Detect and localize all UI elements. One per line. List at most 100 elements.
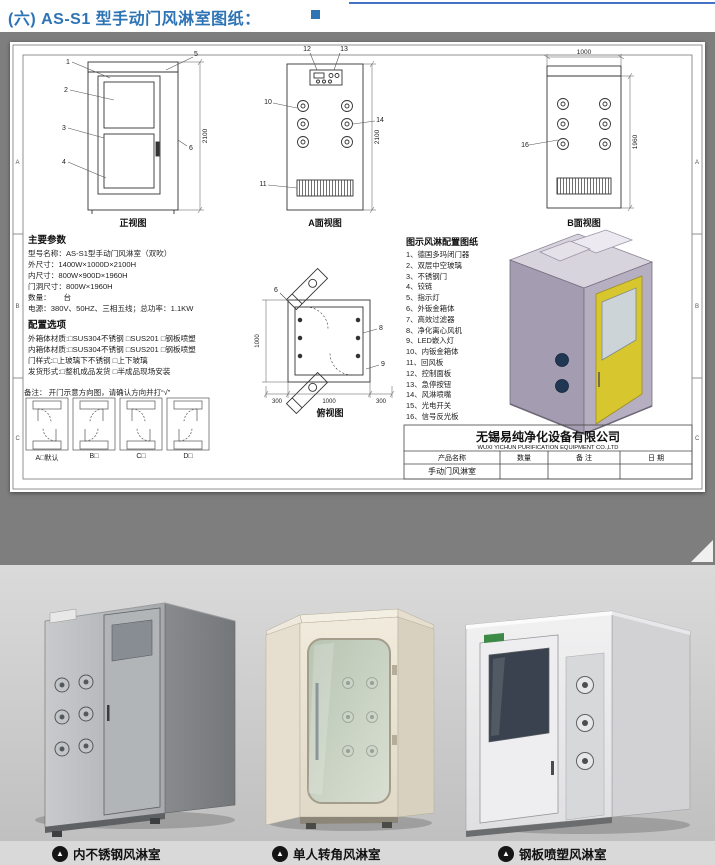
param-line: 数量： 台 <box>28 293 72 302</box>
param-line: 内尺寸：800W×900D×1960H <box>28 271 128 280</box>
config-legend-heading: 图示风淋配置图纸 <box>406 237 479 247</box>
legend-item: 9、LED嵌入灯 <box>406 336 455 346</box>
svg-text:1000: 1000 <box>322 399 336 405</box>
legend-item: 4、铰链 <box>406 282 433 292</box>
svg-text:1000: 1000 <box>255 334 261 348</box>
svg-text:C: C <box>16 436 21 442</box>
param-line: 外尺寸：1400W×1000D×2100H <box>28 260 137 269</box>
svg-text:6: 6 <box>274 287 278 294</box>
photo1-door-handle <box>107 705 110 721</box>
door-swing-options <box>25 397 210 451</box>
svg-text:A: A <box>16 160 20 166</box>
svg-text:3: 3 <box>62 125 66 132</box>
svg-text:6: 6 <box>189 145 193 152</box>
frame-zone-letters: A B C A B C <box>16 160 701 442</box>
svg-text:8: 8 <box>379 325 383 332</box>
option-line: 门样式:□上玻璃下不锈钢 □上下玻璃 <box>28 356 148 365</box>
page-curl <box>691 540 713 562</box>
document-canvas: A B C A B C <box>0 32 715 865</box>
options-heading: 配置选项 <box>28 320 67 331</box>
b-view-label: B面视图 <box>567 217 601 228</box>
photo1-door-window <box>111 619 153 662</box>
legend-item: 16、信号反光板 <box>406 411 459 421</box>
legend-item: 7、高效过滤器 <box>406 314 455 324</box>
legend-item: 3、不锈钢门 <box>406 271 448 281</box>
title-block: 无锡易纯净化设备有限公司 WUXI YICHUN PURIFICATION EQ… <box>403 424 693 480</box>
svg-text:B: B <box>16 304 20 310</box>
photo3-indicator-panel <box>484 633 504 643</box>
drawing-sheet: A B C A B C <box>10 42 705 492</box>
svg-text:11: 11 <box>259 181 266 188</box>
option-line: 内箱体材质:□SUS304不锈钢 □SUS201 □钢板喷塑 <box>28 345 196 354</box>
brand-logo-icon: ▲ <box>272 845 288 862</box>
door-option-a-label: A□默认 <box>35 455 59 462</box>
tb-product-value: 手动门风淋室 <box>428 466 476 476</box>
anchor-icon <box>311 10 320 19</box>
svg-text:4: 4 <box>62 159 66 166</box>
legend-item: 12、控制面板 <box>406 368 452 378</box>
product-photos-art <box>0 565 715 841</box>
render-blower-inlet <box>555 379 569 393</box>
svg-text:C: C <box>695 436 700 442</box>
param-line: 门洞尺寸：800W×1960H <box>28 282 113 291</box>
render-blower-inlet <box>555 353 569 367</box>
front-view: 1 2 3 4 5 6 2100 正视图 <box>62 51 209 228</box>
svg-text:13: 13 <box>340 46 348 53</box>
svg-text:B: B <box>695 304 699 310</box>
top-view-leaders <box>279 292 380 370</box>
top-view-label: 俯视图 <box>316 407 343 418</box>
brand-logo-icon: ▲ <box>52 845 68 862</box>
door-option-b-label: B□ <box>89 453 99 460</box>
b-height-dim: 1960 <box>632 134 639 149</box>
company-name-cn: 无锡易纯净化设备有限公司 <box>475 429 620 444</box>
photo3-door-handle <box>551 761 554 775</box>
tb-header-remark: 备 注 <box>576 453 592 462</box>
top-border-line <box>349 2 715 4</box>
caption-text: 内不锈钢风淋室 <box>73 848 161 862</box>
section-heading: (六) AS-S1 型手动门风淋室图纸： <box>8 11 261 28</box>
front-view-label: 正视图 <box>119 217 146 228</box>
door-option-c-label: C□ <box>136 453 146 460</box>
svg-text:5: 5 <box>194 51 198 58</box>
top-view-callouts: 6 8 9 <box>274 287 385 368</box>
drawing-linework: A B C A B C <box>12 44 703 490</box>
a-view-dim <box>363 60 376 214</box>
tb-header-date: 日 期 <box>648 454 664 462</box>
front-view-leaders <box>67 56 194 179</box>
document-header: (六) AS-S1 型手动门风淋室图纸： <box>0 0 715 32</box>
svg-text:300: 300 <box>272 399 283 405</box>
photo3-door-window <box>488 647 550 743</box>
svg-text:1: 1 <box>66 59 70 66</box>
a-view-label: A面视图 <box>308 217 342 228</box>
svg-text:2: 2 <box>64 87 68 94</box>
photo-painted-steel <box>465 610 691 837</box>
legend-item: 1、德国多玛闭门器 <box>406 250 470 259</box>
front-height-dim: 2100 <box>202 128 209 143</box>
sheet-frame <box>12 44 703 490</box>
front-view-dim <box>178 58 204 214</box>
caption-strip: ▲ 内不锈钢风淋室 ▲ 单人转角风淋室 ▲ 钢板喷塑风淋室 <box>0 841 715 865</box>
company-name-en: WUXI YICHUN PURIFICATION EQUIPMENT CO.,L… <box>478 445 619 451</box>
b-view-callout-16: 16 <box>521 142 529 149</box>
option-line: 发货形式:□整机成品发货 □半成品现场安装 <box>28 367 171 376</box>
a-view-callouts: 12 13 10 14 11 <box>259 46 384 188</box>
iso-render-3d <box>508 229 654 435</box>
tb-header-qty: 数量 <box>517 453 531 462</box>
a-view-leaders <box>267 52 376 189</box>
caption-text: 单人转角风淋室 <box>293 848 381 862</box>
svg-text:10: 10 <box>264 99 272 106</box>
legend-item: 14、风淋喷嘴 <box>406 390 452 400</box>
top-view: 6 8 9 <box>255 267 395 418</box>
svg-text:9: 9 <box>381 361 385 368</box>
svg-text:300: 300 <box>376 399 387 405</box>
legend-item: 11、回风板 <box>406 357 444 367</box>
legend-item: 10、内钣金箱体 <box>406 347 459 357</box>
photo1-nozzles <box>54 674 94 757</box>
legend-item: 5、指示灯 <box>406 293 440 303</box>
photo-caption-painted: ▲ 钢板喷塑风淋室 <box>498 844 607 863</box>
legend-item: 15、光电开关 <box>406 401 452 411</box>
option-line: 外箱体材质:□SUS304不锈钢 □SUS201 □钢板喷塑 <box>28 334 196 343</box>
photo3-nozzles <box>576 676 594 770</box>
photo-caption-corner: ▲ 单人转角风淋室 <box>272 844 381 863</box>
